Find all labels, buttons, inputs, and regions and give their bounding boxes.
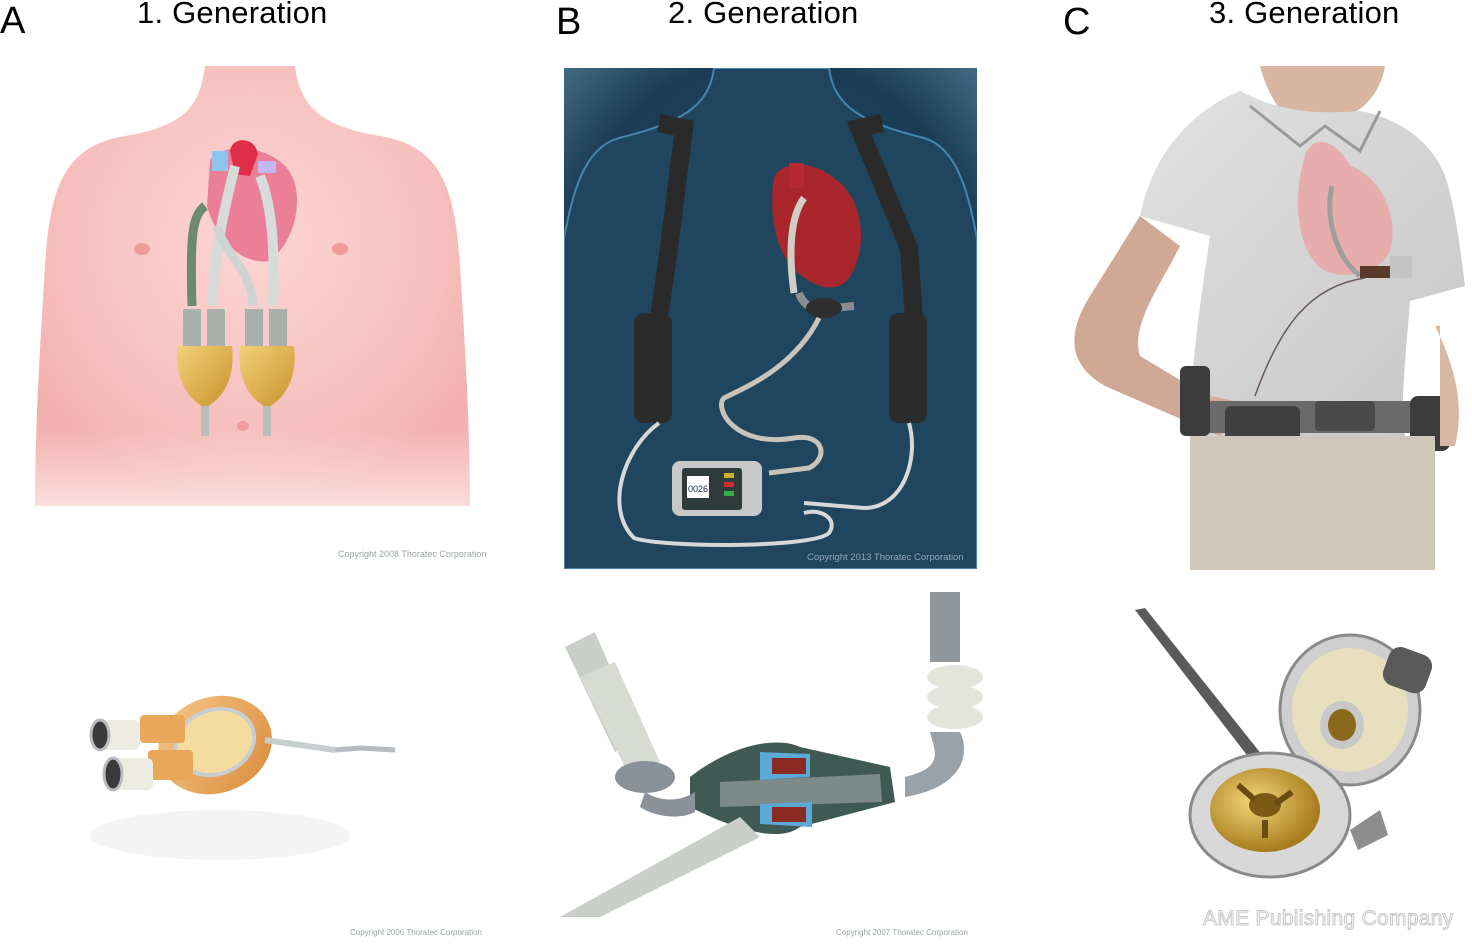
copyright-2006: Copyright 2006 Thoratec Corporation (350, 928, 482, 937)
panel-letter-c: C (1063, 1, 1091, 43)
publisher-watermark: AME Publishing Company (1203, 907, 1454, 931)
first-generation-torso-illustration (0, 66, 505, 566)
second-generation-torso-illustration: 0026 (564, 68, 977, 569)
second-generation-axial-pump-cutaway (560, 592, 1000, 922)
panel-letter-a: A (0, 0, 26, 42)
copyright-2007: Copyright 2007 Thoratec Corporation (836, 928, 968, 937)
copyright-2013: Copyright 2013 Thoratec Corporation (807, 552, 964, 563)
panel-title-third-generation: 3. Generation (1209, 0, 1400, 30)
third-generation-centrifugal-pump-photo (1120, 600, 1472, 900)
copyright-2008: Copyright 2008 Thoratec Corporation (338, 549, 487, 559)
panel-title-second-generation: 2. Generation (668, 0, 859, 30)
panel-title-first-generation: 1. Generation (137, 0, 328, 30)
controller-display-value: 0026 (688, 484, 708, 494)
third-generation-patient-illustration (1060, 66, 1472, 570)
panel-letter-b: B (556, 1, 582, 43)
first-generation-pump-photo (0, 590, 520, 920)
